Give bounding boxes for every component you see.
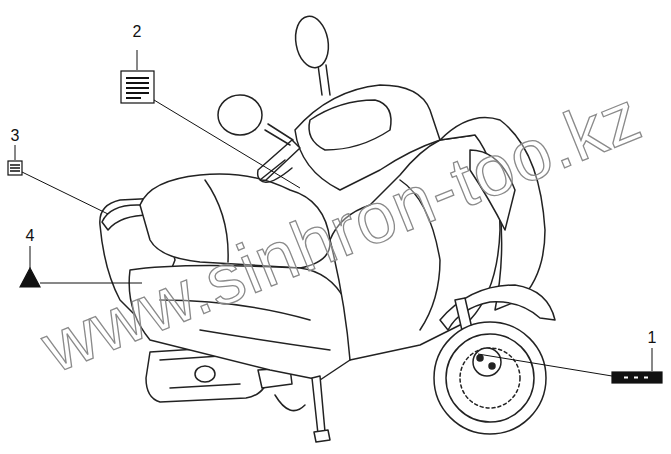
- sticker-lines: [10, 165, 20, 171]
- leader-line: [30, 246, 31, 268]
- mirror-stem: [265, 65, 330, 145]
- right-mirror: [292, 14, 333, 71]
- kickstand-foot: [314, 430, 330, 442]
- headlight-cover: [309, 100, 391, 150]
- leader-line: [154, 100, 300, 188]
- left-grip: [258, 140, 300, 180]
- callout-number: 3: [11, 128, 20, 144]
- leader-line: [478, 354, 612, 376]
- front-tire: [434, 322, 546, 434]
- brake-lever: [260, 160, 292, 182]
- left-mirror: [218, 95, 262, 135]
- hub-bolt: [477, 355, 483, 361]
- muffler-logo: [195, 366, 215, 382]
- warning-triangle-icon: [20, 268, 40, 287]
- leader-line: [22, 172, 108, 214]
- brake-disc: [460, 348, 520, 408]
- leader-line: [652, 348, 653, 371]
- strip-sticker-marks: [624, 377, 648, 379]
- front-rim: [446, 334, 534, 422]
- callout-number: 4: [26, 228, 35, 244]
- rear-wheel-hint: [275, 395, 305, 411]
- leader-line: [15, 145, 16, 160]
- sticker-lines: [126, 78, 149, 98]
- sticker-icon: [8, 161, 22, 175]
- hub-bolt: [489, 363, 495, 369]
- leader-line: [137, 50, 138, 70]
- sticker-icon: [121, 71, 154, 103]
- callout-number: 2: [133, 24, 142, 40]
- wheel-hub: [473, 348, 501, 376]
- kickstand: [312, 376, 325, 434]
- watermark: www.sinhron-too.kz: [33, 80, 650, 385]
- callout-number: 1: [648, 330, 657, 346]
- strip-sticker-icon: [612, 372, 662, 383]
